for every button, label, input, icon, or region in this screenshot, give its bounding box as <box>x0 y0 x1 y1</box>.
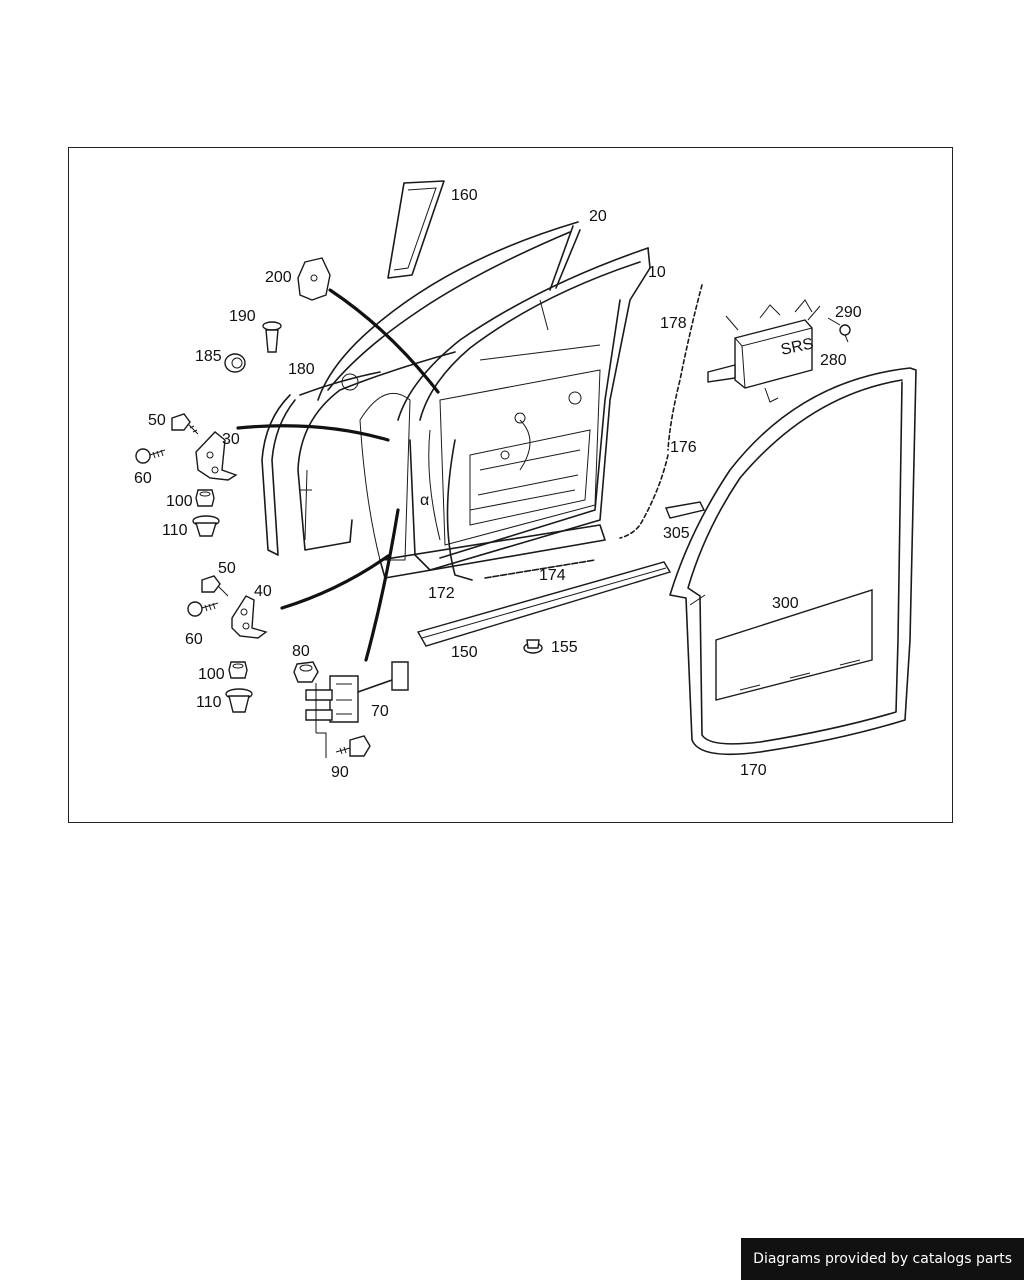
part-110-bushing-upper <box>192 515 220 537</box>
part-50-bolt-lower <box>201 575 229 597</box>
part-60-screw-lower <box>187 601 219 617</box>
part-174-lower-strip <box>484 559 596 579</box>
label-160: 160 <box>451 187 478 204</box>
part-110-bushing-lower <box>225 688 253 713</box>
label-60-upper: 60 <box>134 470 152 487</box>
leader-40 <box>280 554 390 610</box>
part-190-push-clip <box>262 321 282 353</box>
label-40: 40 <box>254 583 272 600</box>
leader-30 <box>236 424 390 442</box>
part-20-frame-seal <box>317 221 581 401</box>
part-70-door-check <box>305 661 409 723</box>
label-90: 90 <box>331 764 349 781</box>
label-190: 190 <box>229 308 256 325</box>
part-160-window-channel <box>387 180 445 279</box>
leader-70 <box>364 508 400 662</box>
part-180-outer-panel <box>261 351 456 556</box>
label-80: 80 <box>292 643 310 660</box>
label-150: 150 <box>451 644 478 661</box>
label-60-lower: 60 <box>185 631 203 648</box>
label-110-upper: 110 <box>162 522 188 539</box>
part-200-mirror-bracket <box>297 257 331 301</box>
label-176: 176 <box>670 439 697 456</box>
part-170-door-seal <box>669 367 917 756</box>
label-200: 200 <box>265 269 292 286</box>
part-60-screw-upper <box>135 448 166 464</box>
part-176-seal-strip <box>619 454 669 539</box>
label-174: 174 <box>539 567 566 584</box>
part-80-nut <box>293 661 319 683</box>
label-300: 300 <box>772 595 799 612</box>
label-305: 305 <box>663 525 690 542</box>
part-30-upper-hinge <box>195 431 238 481</box>
part-305-block <box>665 501 706 519</box>
label-178: 178 <box>660 315 687 332</box>
label-170: 170 <box>740 762 767 779</box>
label-172: 172 <box>428 585 455 602</box>
label-290: 290 <box>835 304 862 321</box>
label-110-lower: 110 <box>196 694 222 711</box>
label-10: 10 <box>648 264 666 281</box>
part-90-bolt <box>335 735 371 757</box>
diagram-frame <box>68 147 953 823</box>
part-100-nut-upper <box>195 489 215 507</box>
part-40-lower-hinge <box>231 595 268 639</box>
leader-90-bracket <box>316 732 327 758</box>
label-100-lower: 100 <box>198 666 225 683</box>
label-50-upper: 50 <box>148 412 166 429</box>
part-100-nut-lower <box>228 661 248 679</box>
label-180: 180 <box>288 361 315 378</box>
label-100-upper: 100 <box>166 493 193 510</box>
part-10-door-shell: α <box>359 247 651 579</box>
label-30: 30 <box>222 431 240 448</box>
part-172-vertical-seal <box>446 439 473 581</box>
part-155-plug <box>523 639 543 654</box>
label-20: 20 <box>589 208 607 225</box>
label-70: 70 <box>371 703 389 720</box>
part-280-srs-module: SRS <box>707 299 821 403</box>
part-178-seal-strip <box>667 284 703 451</box>
part-300-film <box>715 589 873 701</box>
label-155: 155 <box>551 639 578 656</box>
part-50-bolt-upper <box>171 413 199 435</box>
label-280: 280 <box>820 352 847 369</box>
srs-text: SRS <box>779 335 815 358</box>
label-185: 185 <box>195 348 222 365</box>
alpha-symbol: α <box>420 492 429 509</box>
part-290-screw <box>827 317 851 343</box>
label-50-lower: 50 <box>218 560 236 577</box>
part-185-grommet <box>224 353 246 373</box>
leader-200 <box>328 288 440 394</box>
part-150-sill-trim <box>416 561 672 647</box>
credits-banner: Diagrams provided by catalogs parts <box>741 1238 1024 1280</box>
